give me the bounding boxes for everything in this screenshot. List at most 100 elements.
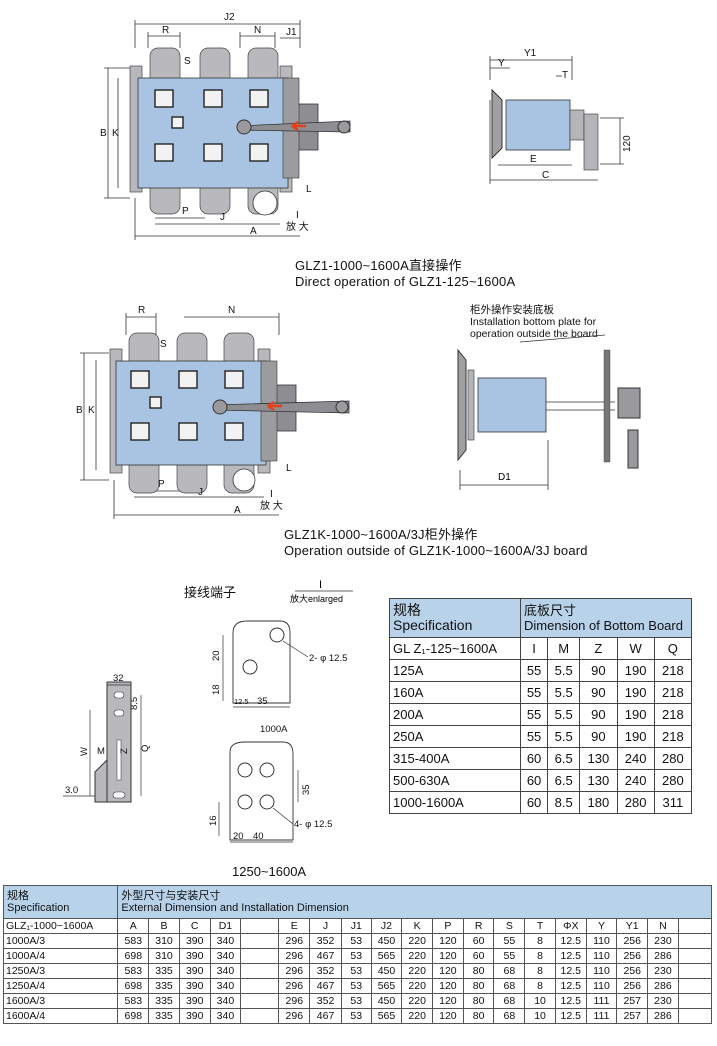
- plate-32: 32: [113, 673, 124, 684]
- table-cell: 12.5: [554, 948, 587, 964]
- side-view-outside: D1: [457, 334, 641, 490]
- table-cell: 230: [647, 933, 679, 949]
- table-cell: 220: [401, 948, 434, 964]
- row-spec: 1250A/3: [2, 963, 119, 979]
- table-cell: 8: [524, 963, 556, 979]
- terminal-1000a: 20 18 12.5 35 2- φ 12.5 1000A: [211, 620, 347, 735]
- col-header: S: [493, 918, 526, 934]
- table-cell: 110: [585, 963, 618, 979]
- table-cell: 12.5: [554, 993, 587, 1009]
- table-cell: 257: [616, 1008, 649, 1024]
- table-cell: [677, 933, 713, 949]
- dim-a: A: [250, 226, 257, 237]
- dim-e: E: [530, 154, 537, 165]
- table-cell: 340: [209, 933, 242, 949]
- table-cell: 12.5: [554, 933, 587, 949]
- table-cell: 220: [401, 1008, 434, 1024]
- col-header: [677, 918, 713, 934]
- row-spec: 1600A/3: [2, 993, 119, 1009]
- t2-caption: 1250~1600A: [232, 864, 307, 879]
- col-header: [240, 918, 280, 934]
- plate-z: Z: [119, 748, 130, 754]
- table-cell: 565: [370, 978, 403, 994]
- table-cell: 120: [432, 993, 464, 1009]
- table-cell: 60: [462, 948, 495, 964]
- table-cell: 12.5: [554, 963, 587, 979]
- t2-d35: 35: [301, 784, 312, 795]
- table-cell: 565: [370, 948, 403, 964]
- table-cell: 310: [148, 948, 180, 964]
- table-cell: 10: [524, 1008, 556, 1024]
- col-header: B: [148, 918, 180, 934]
- table-cell: 340: [209, 948, 242, 964]
- t2-d20: 20: [233, 831, 244, 842]
- table-cell: [240, 1008, 280, 1024]
- table-cell: 256: [616, 963, 649, 979]
- spec-model: GL Z₁-125~1600A: [389, 637, 521, 660]
- table-cell: 450: [370, 933, 403, 949]
- col-header: Y: [585, 918, 618, 934]
- table-cell: 53: [340, 993, 372, 1009]
- t2-d16: 16: [208, 815, 219, 826]
- table-cell: [240, 948, 280, 964]
- table-cell: 467: [309, 948, 342, 964]
- dim-k: K: [112, 128, 119, 139]
- table-cell: 296: [278, 933, 311, 949]
- terminal-1250a: 35 16 4- φ 12.5 20 40: [208, 741, 332, 843]
- table-cell: 68: [493, 993, 526, 1009]
- table-cell: 450: [370, 963, 403, 979]
- table-cell: 390: [178, 933, 211, 949]
- t1-d18: 18: [211, 684, 222, 695]
- table-cell: 257: [616, 993, 649, 1009]
- terminal-title: 接线端子: [184, 585, 237, 600]
- dim2-k: K: [88, 405, 95, 416]
- terminal-i: I: [319, 579, 322, 591]
- plate-w: W: [79, 747, 90, 756]
- table-cell: 296: [278, 963, 311, 979]
- table-cell: 120: [432, 963, 464, 979]
- table-cell: 230: [647, 963, 679, 979]
- table-cell: 230: [647, 993, 679, 1009]
- mounting-plate-note: 柜外操作安装底板 Installation bottom plate for o…: [470, 304, 598, 340]
- terminal-enlarged: 放大enlarged: [290, 593, 343, 604]
- table-cell: 467: [309, 1008, 342, 1024]
- table-cell: 390: [178, 963, 211, 979]
- table-cell: 8: [524, 978, 556, 994]
- table-cell: [677, 948, 713, 964]
- col-header: R: [462, 918, 495, 934]
- dim2-n: N: [228, 305, 235, 316]
- table-cell: 68: [493, 978, 526, 994]
- table-cell: 8: [524, 948, 556, 964]
- table-cell: 583: [117, 963, 150, 979]
- plate-3-0: 3.0: [65, 785, 78, 796]
- row-spec: 1250A/4: [2, 978, 119, 994]
- table-cell: 53: [340, 978, 372, 994]
- plate-8-5: 8.5: [129, 697, 140, 710]
- table-cell: [240, 963, 280, 979]
- table-cell: 296: [278, 993, 311, 1009]
- t1-d35: 35: [257, 696, 268, 707]
- dim-b: B: [100, 128, 107, 139]
- mounting-plate: 32 8.5 W M Z Q 3.0: [63, 673, 151, 803]
- table-cell: 53: [340, 1008, 372, 1024]
- col-header: K: [401, 918, 434, 934]
- table-cell: [677, 993, 713, 1009]
- dim-y1: Y1: [524, 48, 537, 59]
- dim-l: L: [306, 184, 312, 195]
- dim-c: C: [542, 170, 549, 181]
- col-header: N: [647, 918, 679, 934]
- caption-outside-en: Operation outside of GLZ1K-1000~1600A/3J…: [284, 543, 588, 558]
- table-cell: 390: [178, 993, 211, 1009]
- table-cell: 120: [432, 948, 464, 964]
- table-cell: 111: [585, 993, 618, 1009]
- table-cell: 352: [309, 993, 342, 1009]
- table-cell: 110: [585, 978, 618, 994]
- dim-d1: D1: [498, 472, 511, 483]
- table-cell: 310: [148, 933, 180, 949]
